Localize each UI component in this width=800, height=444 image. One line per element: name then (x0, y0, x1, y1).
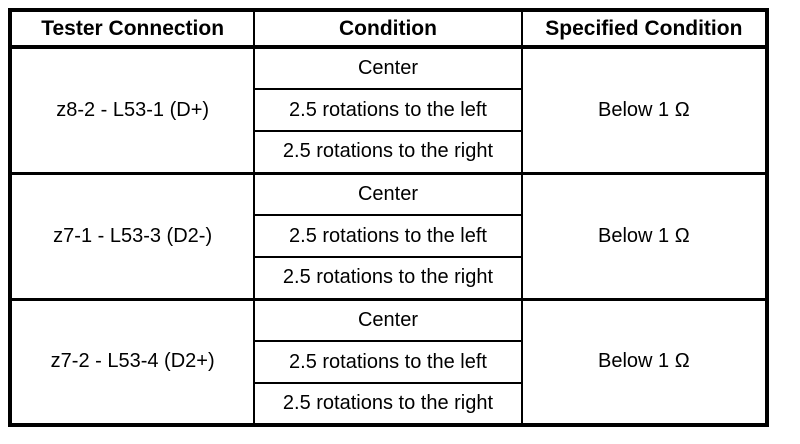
header-row: Tester Connection Condition Specified Co… (8, 9, 769, 49)
header-condition: Condition (253, 9, 523, 49)
tester-connection-cell: z7-2 - L53-4 (D2+) (8, 297, 256, 426)
condition-cell: 2.5 rotations to the right (253, 256, 523, 300)
tester-connection-cell: z8-2 - L53-1 (D+) (8, 45, 256, 174)
table-row: 2.5 rotations to the left (10, 340, 767, 384)
table-row: z8-2 - L53-1 (D+) Center Below 1 Ω (8, 45, 769, 174)
table-row: 2.5 rotations to the right (10, 256, 767, 300)
specified-condition-cell: Below 1 Ω (520, 171, 769, 300)
specification-table: Tester Connection Condition Specified Co… (8, 8, 769, 427)
header-tester-connection: Tester Connection (8, 9, 256, 49)
condition-cell: Center (253, 171, 523, 216)
tester-connection-cell: z7-1 - L53-3 (D2-) (8, 171, 256, 300)
table-row: z7-2 - L53-4 (D2+) Center Below 1 Ω (8, 297, 769, 426)
condition-cell: 2.5 rotations to the left (253, 214, 523, 258)
condition-cell: 2.5 rotations to the left (253, 340, 523, 384)
specified-condition-cell: Below 1 Ω (520, 45, 769, 174)
condition-cell: 2.5 rotations to the left (253, 88, 523, 132)
table-row: 2.5 rotations to the right (10, 130, 767, 174)
table-row: z7-1 - L53-3 (D2-) Center Below 1 Ω (8, 171, 769, 300)
condition-cell: 2.5 rotations to the right (253, 382, 523, 426)
header-specified-condition: Specified Condition (520, 9, 769, 49)
condition-cell: 2.5 rotations to the right (253, 130, 523, 174)
table-row: 2.5 rotations to the left (10, 214, 767, 258)
condition-cell: Center (253, 297, 523, 342)
condition-cell: Center (253, 45, 523, 90)
table-row: 2.5 rotations to the right (10, 382, 767, 426)
specified-condition-cell: Below 1 Ω (520, 297, 769, 426)
table-row: 2.5 rotations to the left (10, 88, 767, 132)
